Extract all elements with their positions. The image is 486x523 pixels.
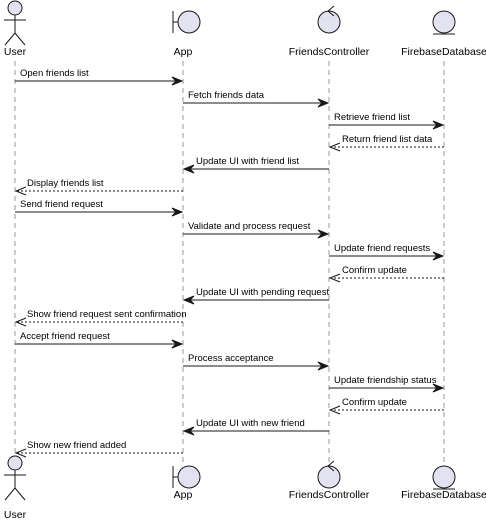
message-10: Confirm update [328,265,444,283]
message-label: Process acceptance [188,353,274,364]
message-label: Update UI with friend list [196,156,299,167]
open-arrowhead-icon [14,448,27,458]
message-4: Return friend list data [328,134,444,152]
message-label: Confirm update [342,265,407,276]
message-label: Fetch friends data [188,90,265,101]
participant-heads-top: User App FriendsController FirebaseDatabase [4,0,486,58]
participant-app-top: App [172,10,201,58]
message-label: Update friendship status [334,375,437,386]
filled-arrowhead-icon [182,295,195,305]
filled-arrowhead-icon [317,229,330,239]
filled-arrowhead-icon [317,98,330,108]
message-label: Update friend requests [334,243,430,254]
participant-controller-bottom: FriendsController [289,460,370,501]
message-1: Open friends list [15,68,184,86]
open-arrowhead-icon [328,273,341,283]
message-label: Accept friend request [20,331,110,342]
message-label: Confirm update [342,397,407,408]
open-arrowhead-icon [328,142,341,152]
control-icon [317,5,341,34]
entity-icon [432,465,456,490]
message-7: Send friend request [15,199,184,217]
message-label: Display friends list [27,178,104,189]
message-16: Confirm update [328,397,444,415]
open-arrowhead-icon [328,405,341,415]
filled-arrowhead-icon [171,76,184,86]
participant-label: FirebaseDatabase [401,46,486,58]
message-label: Retrieve friend list [334,112,410,123]
boundary-icon [172,465,201,489]
message-12: Show friend request sent confirmation [14,309,186,327]
message-label: Return friend list data [342,134,433,145]
message-label: Update UI with pending request [196,287,329,298]
lifelines [14,61,445,463]
message-label: Show new friend added [27,440,126,451]
participant-label: User [4,509,27,521]
message-11: Update UI with pending request [182,287,329,305]
participant-label: FriendsController [289,489,370,501]
participant-db-top: FirebaseDatabase [401,10,486,58]
message-3: Retrieve friend list [329,112,445,130]
participant-label: FriendsController [289,46,370,58]
message-label: Open friends list [20,68,89,79]
boundary-icon [172,10,201,34]
message-9: Update friend requests [329,243,445,261]
message-17: Update UI with new friend [182,418,329,436]
message-13: Accept friend request [15,331,184,349]
filled-arrowhead-icon [171,207,184,217]
participant-label: FirebaseDatabase [401,489,486,501]
message-8: Validate and process request [183,221,330,239]
filled-arrowhead-icon [171,339,184,349]
filled-arrowhead-icon [432,251,445,261]
message-18: Show new friend added [14,440,183,458]
participant-heads-bottom: User App FriendsController FirebaseDatabase [4,455,486,521]
participant-user-top: User [4,0,27,58]
filled-arrowhead-icon [317,361,330,371]
participant-label: User [4,46,27,58]
message-label: Show friend request sent confirmation [27,309,186,320]
filled-arrowhead-icon [432,120,445,130]
filled-arrowhead-icon [182,426,195,436]
participant-db-bottom: FirebaseDatabase [401,465,486,501]
message-6: Display friends list [14,178,183,196]
actor-icon [4,455,26,501]
participant-label: App [174,489,193,501]
message-5: Update UI with friend list [182,156,329,174]
filled-arrowhead-icon [182,164,195,174]
message-15: Update friendship status [329,375,445,393]
message-label: Send friend request [20,199,103,210]
control-icon [317,460,341,489]
actor-icon [4,0,26,46]
message-label: Update UI with new friend [196,418,305,429]
message-label: Validate and process request [188,221,311,232]
participant-label: App [174,46,193,58]
participant-controller-top: FriendsController [289,5,370,58]
filled-arrowhead-icon [432,383,445,393]
participant-app-bottom: App [172,465,201,501]
entity-icon [432,10,456,35]
participant-user-bottom: User [4,455,27,521]
message-14: Process acceptance [183,353,330,371]
open-arrowhead-icon [14,186,27,196]
open-arrowhead-icon [14,317,27,327]
message-2: Fetch friends data [183,90,330,108]
